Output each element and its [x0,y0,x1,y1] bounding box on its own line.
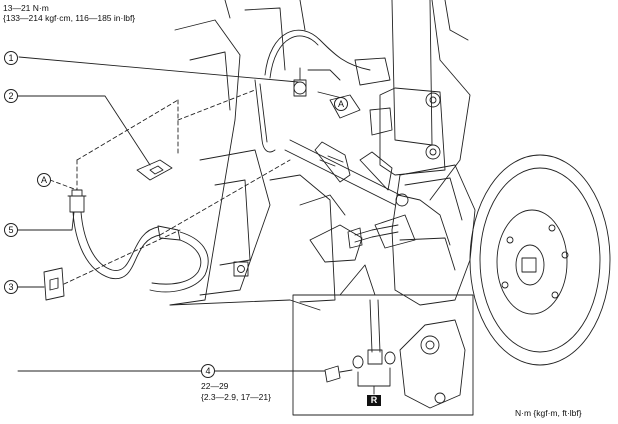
callout-5: 5 [4,223,18,237]
strut-assembly [379,0,471,201]
callout-1: 1 [4,51,18,65]
replace-part-mark: R [367,395,381,406]
alignment-dashed-lines [49,89,291,285]
caliper-knuckle [374,164,476,306]
callout-3: 3 [4,280,18,294]
body-panel-lines [169,0,363,311]
drive-shaft [284,139,401,206]
callout-4: 4 [201,364,215,378]
reference-a-right: A [334,97,348,111]
hose-clip [136,159,173,181]
brake-line-upper [254,29,393,153]
reference-a-left: A [37,173,51,187]
torque-spec-top-imperial: {133—214 kgf·cm, 116—185 in·lbf} [3,13,136,23]
callout-2: 2 [4,89,18,103]
torque-units-note: N·m {kgf·m, ft·lbf} [515,408,582,418]
torque-spec-top-nm: 13—21 N·m [3,3,49,13]
hose-clip-lower [43,267,65,301]
detail-inset [292,264,474,416]
brake-line-lower [347,224,399,249]
torque-spec-bottom-nm: 22—29 [201,381,229,391]
brake-rotor [469,154,611,366]
flexible-brake-hose [67,189,209,293]
torque-spec-bottom-imperial: {2.3—2.9, 17—21} [201,392,271,402]
